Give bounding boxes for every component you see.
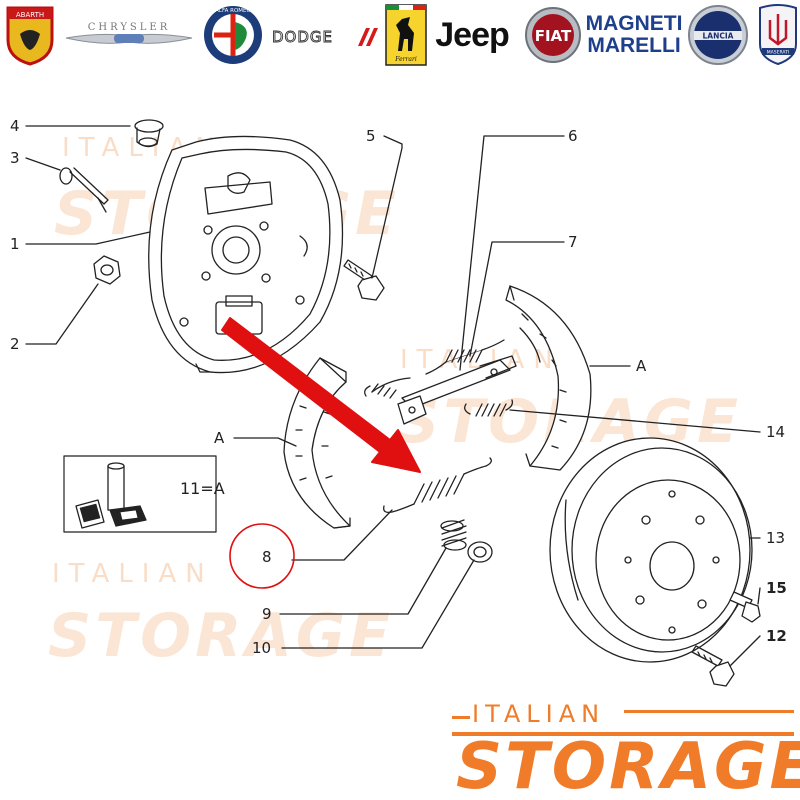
maserati-logo: MASERATI	[756, 4, 800, 66]
leader-a-left	[233, 437, 297, 447]
watermark-storage-text: STORAGE	[48, 601, 394, 671]
part-spring-hook-left	[364, 383, 397, 399]
callout-leaders	[25, 125, 761, 667]
callout-1: 1	[10, 235, 20, 253]
alfa-romeo-logo-text: ALFA ROMEO	[215, 8, 251, 14]
dodge-logo: DODGE	[268, 4, 380, 66]
leader-2	[25, 283, 99, 345]
magneti-marelli-logo: MAGNETI MARELLI	[585, 4, 683, 66]
callout-a-right: A	[636, 357, 647, 375]
part-5-bolt	[343, 259, 385, 301]
callout-14: 14	[766, 423, 785, 441]
abarth-logo: ABARTH	[2, 4, 58, 66]
inset-box-11	[63, 455, 217, 533]
chrysler-logo-text: CHRYSLER	[88, 22, 171, 33]
jeep-logo-text: Jeep	[435, 15, 509, 54]
part-12-bolt	[691, 645, 735, 687]
callout-7: 7	[568, 233, 578, 251]
callout-9: 9	[262, 605, 272, 623]
part-15-wheel-stud	[729, 591, 761, 623]
watermark-bottom-left: ITALIAN STORAGE	[48, 559, 394, 671]
magneti-marelli-logo-line1: MAGNETI	[585, 12, 683, 35]
maserati-logo-text: MASERATI	[767, 50, 789, 56]
leader-5	[371, 135, 403, 279]
part-3-pin	[59, 167, 109, 213]
highlight-circle-8	[229, 523, 295, 589]
highlight-arrow	[221, 317, 421, 473]
part-a-right-brake-shoe	[505, 285, 592, 471]
leader-3	[25, 157, 61, 171]
magneti-marelli-logo-line2: MARELLI	[587, 34, 681, 57]
leader-1	[25, 231, 151, 245]
part-2-nut	[93, 255, 121, 285]
leader-12	[729, 635, 761, 667]
part-9-spring-cup	[440, 519, 467, 551]
part-8-spring	[383, 457, 492, 514]
part-4-bushing	[134, 119, 164, 148]
leader-7	[469, 241, 565, 357]
callout-6: 6	[568, 127, 578, 145]
watermark-italian-text: ITALIAN	[52, 559, 214, 589]
lancia-logo: LANCIA	[686, 4, 750, 66]
inset-label-11: 11=A	[180, 479, 225, 498]
callout-4: 4	[10, 117, 20, 135]
leader-8	[291, 509, 393, 561]
part-13-brake-drum	[549, 437, 753, 663]
lancia-logo-text: LANCIA	[703, 32, 734, 41]
part-10-retaining-cap	[467, 541, 493, 563]
callout-12: 12	[766, 627, 787, 645]
logo-italian-text: ITALIAN	[472, 700, 605, 728]
callout-2: 2	[10, 335, 20, 353]
part-1-backing-plate	[148, 135, 344, 374]
part-14-lower-spring	[464, 399, 514, 417]
callout-5: 5	[366, 127, 376, 145]
callout-10: 10	[252, 639, 271, 657]
ferrari-logo-text: Ferrari	[394, 56, 417, 63]
jeep-logo: Jeep	[430, 4, 514, 66]
callout-13: 13	[766, 529, 785, 547]
callout-15: 15	[766, 579, 787, 597]
leader-15	[757, 587, 761, 605]
leader-14	[509, 409, 761, 433]
abarth-logo-text: ABARTH	[16, 11, 44, 19]
leader-9	[279, 547, 447, 615]
logo-storage-text: STORAGE	[456, 730, 800, 800]
part-6-adjuster-strut	[371, 355, 517, 425]
callout-a-left: A	[214, 429, 225, 447]
brand-logo-bar: ABARTH CHRYSLER ALFA ROMEO DODGE	[0, 0, 800, 70]
ferrari-logo: Ferrari	[384, 4, 428, 66]
leader-6	[459, 135, 565, 371]
fiat-logo-text: FIAT	[535, 27, 572, 45]
fiat-logo: FIAT	[524, 4, 582, 66]
callout-8: 8	[262, 548, 272, 566]
alfa-romeo-logo: ALFA ROMEO	[202, 4, 264, 66]
dodge-logo-text: DODGE	[272, 28, 333, 46]
leader-10	[281, 559, 475, 649]
chrysler-logo: CHRYSLER	[62, 4, 196, 66]
callout-3: 3	[10, 149, 20, 167]
italian-storage-logo: ITALIAN STORAGE	[452, 700, 800, 800]
